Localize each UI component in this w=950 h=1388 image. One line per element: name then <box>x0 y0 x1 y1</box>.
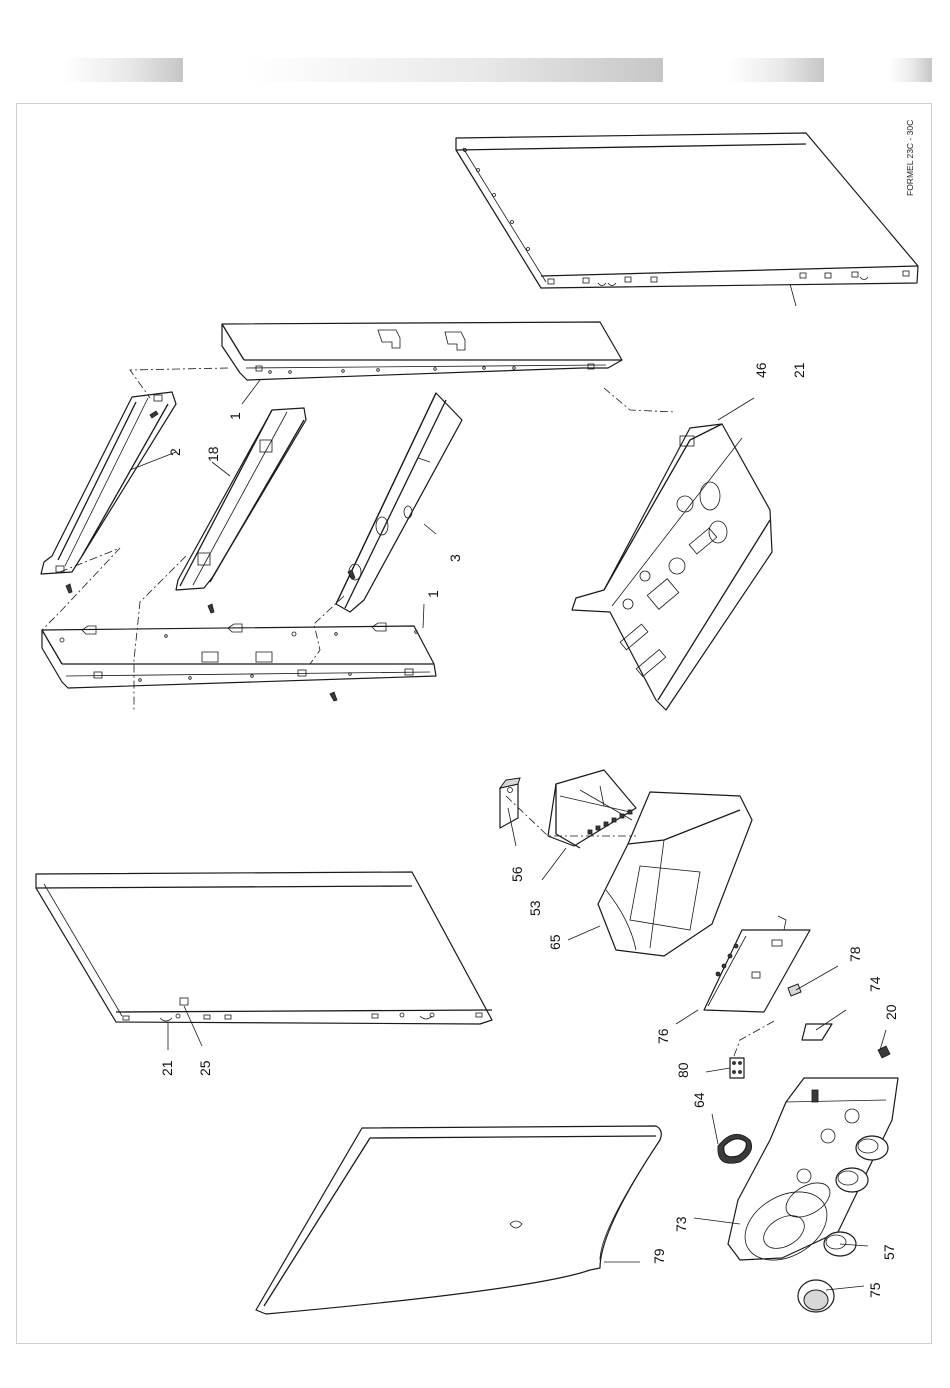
model-label: FORMEL 23C - 30C <box>905 120 915 196</box>
callout-79: 79 <box>651 1248 667 1264</box>
callout-1-upper: 1 <box>227 412 243 420</box>
callout-75: 75 <box>867 1282 883 1298</box>
control-panel-73 <box>728 1078 898 1274</box>
bracket-56 <box>500 778 520 828</box>
callout-20: 20 <box>883 1004 899 1020</box>
front-casing-79 <box>256 1126 661 1314</box>
callout-76: 76 <box>655 1028 671 1044</box>
crossbar-18 <box>176 408 306 613</box>
callout-21-mid: 21 <box>159 1060 175 1076</box>
callout-65: 65 <box>547 934 563 950</box>
callout-78: 78 <box>847 946 863 962</box>
display-75 <box>798 1280 834 1312</box>
callout-74: 74 <box>867 976 883 992</box>
mounting-plate-46 <box>572 424 772 710</box>
connector-80 <box>730 1058 744 1078</box>
callout-2: 2 <box>167 448 183 456</box>
callout-21-top: 21 <box>791 362 807 378</box>
side-panel-21-mid <box>36 872 492 1024</box>
side-panel-21-top <box>456 133 918 288</box>
callout-46: 46 <box>753 362 769 378</box>
callout-1-lower: 1 <box>425 590 441 598</box>
callout-80: 80 <box>675 1062 691 1078</box>
callout-53: 53 <box>527 900 543 916</box>
callout-64: 64 <box>691 1092 707 1108</box>
callout-25: 25 <box>197 1060 213 1076</box>
fuse-78 <box>788 984 801 996</box>
frame-rail-1-upper <box>222 322 622 380</box>
frame-rail-1-lower <box>42 623 436 701</box>
callout-18: 18 <box>205 446 221 462</box>
pcb-76 <box>704 916 810 1012</box>
crossbar-3 <box>336 393 462 612</box>
clip-20 <box>878 1046 890 1058</box>
callout-73: 73 <box>673 1216 689 1232</box>
callout-3: 3 <box>447 554 463 562</box>
bracket-74 <box>802 1024 832 1040</box>
callout-57: 57 <box>881 1244 897 1260</box>
knob-57b <box>836 1168 868 1192</box>
seal-64 <box>718 1134 752 1163</box>
knob-57c <box>856 1136 888 1160</box>
callout-56: 56 <box>509 866 525 882</box>
crossbar-2 <box>41 392 176 593</box>
